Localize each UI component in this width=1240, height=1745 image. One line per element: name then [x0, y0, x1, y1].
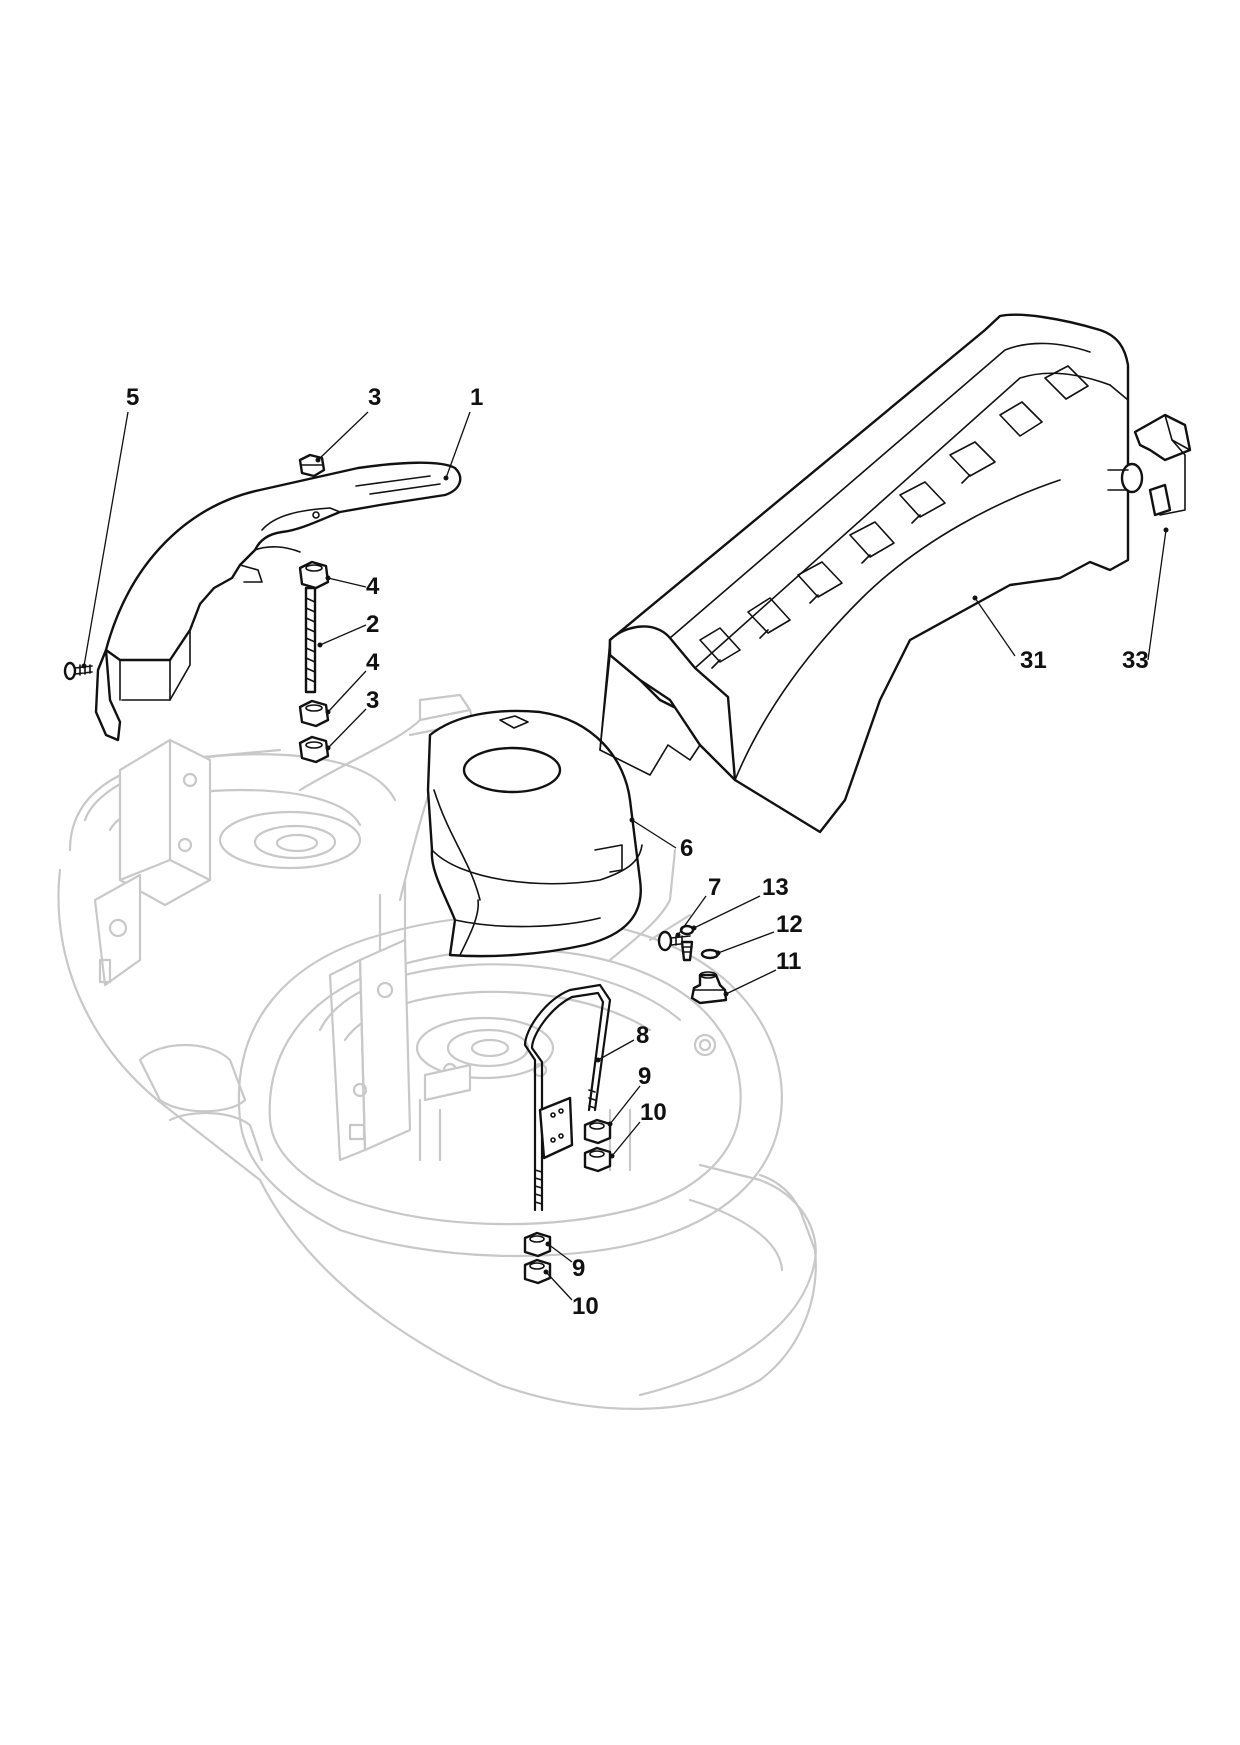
part-7-bolt — [657, 930, 691, 952]
callout-11: 11 — [776, 948, 801, 975]
part-5-screw — [63, 661, 93, 681]
callout-10-upper: 10 — [640, 1099, 667, 1126]
part-12-ring — [700, 948, 720, 960]
part-9-nut-lower — [523, 1231, 552, 1258]
callout-33: 33 — [1122, 647, 1149, 674]
callout-8: 8 — [636, 1022, 649, 1049]
part-11-knob — [690, 971, 728, 1005]
part-33-bracket — [1133, 413, 1192, 517]
callout-7: 7 — [708, 874, 721, 901]
callout-labels: 5 3 1 4 2 4 3 31 33 6 7 13 12 11 8 9 10 … — [126, 384, 1149, 1320]
part-6-spindle-cover — [426, 709, 643, 958]
callout-9-lower: 9 — [572, 1255, 585, 1282]
part-2-threaded-rod — [304, 586, 317, 694]
callout-5: 5 — [126, 384, 139, 411]
part-4-nut-upper — [298, 560, 330, 590]
callout-12: 12 — [776, 911, 803, 938]
part-3-nut-lower — [298, 735, 330, 764]
callout-2: 2 — [366, 611, 379, 638]
part-10-nut-upper — [583, 1146, 612, 1173]
part-4-nut-lower — [298, 699, 330, 728]
callout-3-lower: 3 — [366, 687, 379, 714]
leader-lines — [81, 411, 1169, 1301]
callout-4-upper: 4 — [366, 573, 380, 600]
part-1-belt-guard — [94, 461, 462, 742]
callout-9-upper: 9 — [638, 1063, 651, 1090]
part-8-u-bolt — [523, 983, 612, 1212]
callout-31: 31 — [1020, 647, 1047, 674]
part-9-nut-upper — [583, 1118, 612, 1145]
callout-13: 13 — [762, 874, 789, 901]
part-31-discharge-chute — [599, 313, 1144, 834]
callout-4-lower: 4 — [366, 649, 380, 676]
callout-6: 6 — [680, 835, 693, 862]
part-10-nut-lower — [523, 1258, 552, 1285]
part-13-pin — [679, 924, 695, 962]
callout-10-lower: 10 — [572, 1293, 599, 1320]
callout-3-top: 3 — [368, 384, 381, 411]
callout-1: 1 — [470, 384, 483, 411]
mower-deck-ghost — [57, 693, 817, 1410]
